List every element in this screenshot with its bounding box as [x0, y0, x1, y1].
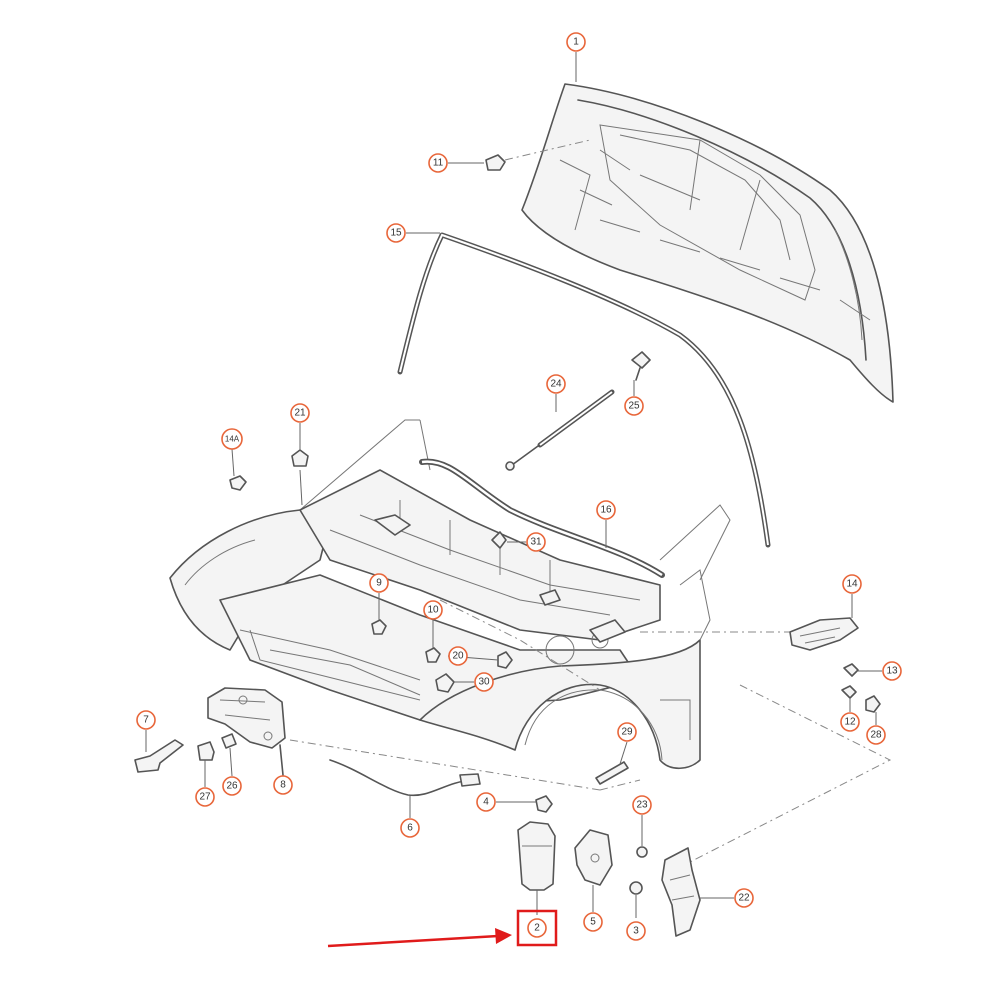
svg-text:27: 27 [199, 792, 211, 803]
callout-8: 8 [273, 775, 293, 795]
bolt-part-4 [535, 795, 553, 813]
callout-6: 6 [400, 818, 420, 838]
svg-text:23: 23 [636, 800, 648, 811]
svg-text:30: 30 [478, 677, 490, 688]
callout-23: 23 [632, 795, 652, 815]
svg-text:5: 5 [590, 917, 596, 928]
hood-panel [521, 83, 894, 403]
svg-text:14: 14 [846, 579, 858, 590]
svg-text:4: 4 [483, 797, 489, 808]
callout-3: 3 [626, 921, 646, 941]
callout-29: 29 [617, 722, 637, 742]
callout-21: 21 [290, 403, 310, 423]
callout-15: 15 [386, 223, 406, 243]
svg-text:20: 20 [452, 651, 464, 662]
fasteners [229, 449, 513, 693]
svg-text:3: 3 [633, 926, 639, 937]
callout-11: 11 [428, 153, 448, 173]
latch-bracket-part-5 [574, 829, 613, 912]
svg-text:9: 9 [376, 578, 382, 589]
callout-12: 12 [840, 712, 860, 732]
hood-seal-part [397, 232, 771, 548]
callout-5: 5 [583, 912, 603, 932]
svg-text:31: 31 [530, 537, 542, 548]
svg-text:12: 12 [844, 717, 856, 728]
svg-text:24: 24 [550, 379, 562, 390]
callout-10: 10 [423, 600, 443, 620]
highlight-box-part-2 [516, 909, 558, 947]
callout-4: 4 [476, 792, 496, 812]
svg-text:29: 29 [621, 727, 633, 738]
callout-1: 1 [566, 32, 586, 52]
callout-20: 20 [448, 646, 468, 666]
callout-22: 22 [734, 888, 754, 908]
assembly-guide-lines [289, 599, 892, 863]
svg-text:2: 2 [534, 923, 540, 934]
callout-27: 27 [195, 787, 215, 807]
callout-2: 2 [527, 918, 547, 938]
callout-26: 26 [222, 776, 242, 796]
callout-7: 7 [136, 710, 156, 730]
hood-latch-part [207, 687, 286, 776]
callout-28: 28 [866, 725, 886, 745]
release-cable-part [329, 759, 481, 797]
svg-text:14A: 14A [225, 435, 240, 444]
svg-text:7: 7 [143, 715, 149, 726]
highlight-arrow-icon [327, 928, 512, 948]
lock-cover-part-2 [517, 821, 556, 915]
svg-text:10: 10 [427, 605, 439, 616]
svg-text:11: 11 [433, 158, 444, 169]
hood-hinge-part [789, 617, 859, 651]
svg-text:22: 22 [738, 893, 750, 904]
nuts-3-23 [629, 846, 648, 918]
callout-31: 31 [526, 532, 546, 552]
svg-text:15: 15 [390, 228, 402, 239]
ball-stud-part [631, 351, 651, 381]
callout-30: 30 [474, 672, 494, 692]
gas-strut-part [505, 389, 615, 471]
svg-text:21: 21 [294, 408, 306, 419]
callout-9: 9 [369, 573, 389, 593]
svg-text:26: 26 [226, 781, 238, 792]
hinge-bolts [841, 663, 881, 713]
car-front-body [169, 419, 731, 770]
callout-16: 16 [596, 500, 616, 520]
svg-text:28: 28 [870, 730, 882, 741]
release-handle-part [134, 730, 184, 773]
callout-24: 24 [546, 374, 566, 394]
callout-13: 13 [882, 661, 902, 681]
svg-text:1: 1 [573, 37, 579, 48]
callout-14: 14 [842, 574, 862, 594]
front-seal-part [419, 458, 665, 578]
callout-14a: 14A [221, 428, 243, 450]
leader-lines [204, 52, 882, 899]
svg-text:25: 25 [628, 401, 640, 412]
latch-plate-part-22 [661, 847, 701, 937]
callout-25: 25 [624, 396, 644, 416]
support-rod-part [595, 761, 629, 785]
svg-text:6: 6 [407, 823, 413, 834]
hood-bumper-part [485, 139, 591, 171]
svg-text:13: 13 [886, 666, 898, 677]
svg-text:8: 8 [280, 780, 286, 791]
svg-text:16: 16 [600, 505, 612, 516]
latch-clips [197, 733, 237, 761]
